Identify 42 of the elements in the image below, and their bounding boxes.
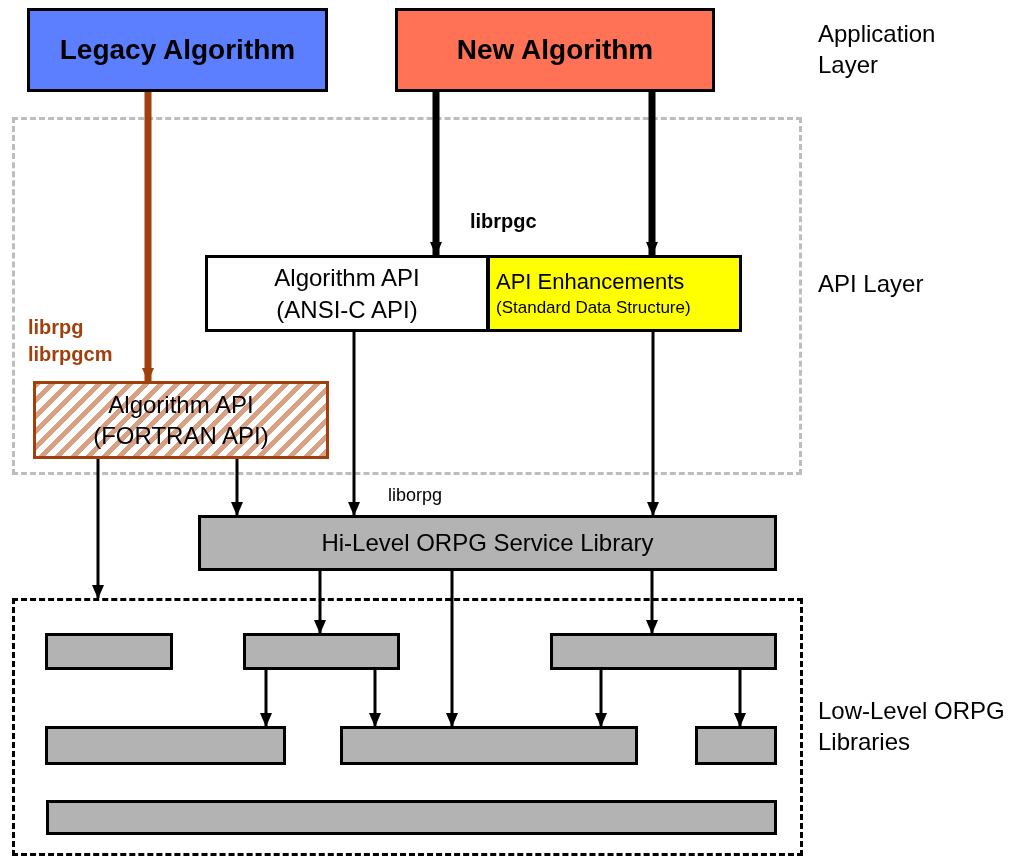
node-label: Legacy Algorithm bbox=[58, 32, 297, 67]
edge-label: librpg librpgcm bbox=[28, 315, 114, 367]
application-box bbox=[395, 8, 715, 92]
library-block bbox=[46, 800, 777, 835]
library-block bbox=[340, 726, 638, 765]
library-box bbox=[198, 515, 777, 571]
node-label: Algorithm API (ANSI-C API) bbox=[273, 263, 421, 325]
library-block bbox=[243, 633, 400, 670]
layer-label: Low-Level ORPG Libraries bbox=[818, 696, 1006, 758]
library-label: liborpg bbox=[388, 484, 443, 507]
api-box bbox=[205, 255, 489, 332]
arrow bbox=[142, 92, 154, 382]
arrow bbox=[647, 332, 659, 516]
node-label: Hi-Level ORPG Service Library bbox=[320, 528, 655, 559]
api-box bbox=[487, 255, 742, 332]
layer-region bbox=[12, 117, 802, 475]
arrow bbox=[231, 459, 243, 516]
arrow bbox=[369, 670, 381, 727]
node-label: (Standard Data Structure) bbox=[495, 296, 692, 319]
arrow bbox=[646, 571, 658, 634]
arrow bbox=[260, 670, 272, 727]
edge-label: librpgc bbox=[470, 209, 538, 234]
application-box bbox=[27, 8, 328, 92]
arrow bbox=[92, 459, 104, 599]
node-label: New Algorithm bbox=[455, 32, 655, 67]
layer-label: Application Layer bbox=[818, 19, 937, 81]
layer-label: API Layer bbox=[818, 269, 925, 299]
library-block bbox=[550, 633, 777, 670]
api-box bbox=[33, 381, 329, 459]
library-block bbox=[45, 633, 173, 670]
arrow bbox=[314, 571, 326, 634]
arrow bbox=[595, 670, 607, 727]
layer-region bbox=[12, 598, 803, 856]
arrow bbox=[446, 571, 458, 727]
node-label: API Enhancements bbox=[495, 268, 686, 297]
library-block bbox=[45, 726, 286, 765]
arrow bbox=[646, 92, 658, 256]
library-block bbox=[695, 726, 777, 765]
arrow bbox=[734, 670, 746, 727]
node-label: Algorithm API (FORTRAN API) bbox=[92, 389, 270, 451]
arrow bbox=[348, 332, 360, 516]
arrow bbox=[430, 92, 442, 256]
